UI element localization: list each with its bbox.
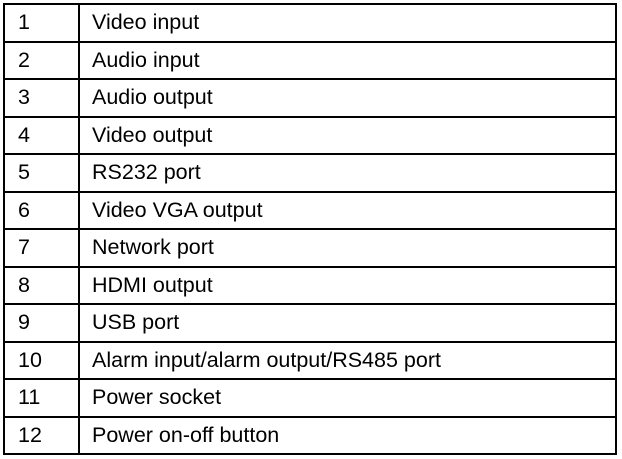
row-label: Alarm input/alarm output/RS485 port bbox=[78, 340, 617, 380]
row-label: Audio output bbox=[78, 78, 617, 118]
row-label: Audio input bbox=[78, 40, 617, 80]
row-label: HDMI output bbox=[78, 265, 617, 305]
row-label: Video output bbox=[78, 115, 617, 155]
row-label: USB port bbox=[78, 303, 617, 343]
row-label: Video VGA output bbox=[78, 190, 617, 230]
row-number: 10 bbox=[3, 340, 80, 380]
row-number: 12 bbox=[3, 415, 80, 455]
row-number: 5 bbox=[3, 153, 80, 193]
row-number: 1 bbox=[3, 3, 80, 43]
row-label: Power socket bbox=[78, 378, 617, 418]
row-number: 7 bbox=[3, 228, 80, 268]
row-number: 8 bbox=[3, 265, 80, 305]
row-label: RS232 port bbox=[78, 153, 617, 193]
row-label: Network port bbox=[78, 228, 617, 268]
row-number: 9 bbox=[3, 303, 80, 343]
row-number: 11 bbox=[3, 378, 80, 418]
row-number: 2 bbox=[3, 40, 80, 80]
row-number: 6 bbox=[3, 190, 80, 230]
row-label: Video input bbox=[78, 3, 617, 43]
row-label: Power on-off button bbox=[78, 415, 617, 455]
row-number: 4 bbox=[3, 115, 80, 155]
row-number: 3 bbox=[3, 78, 80, 118]
